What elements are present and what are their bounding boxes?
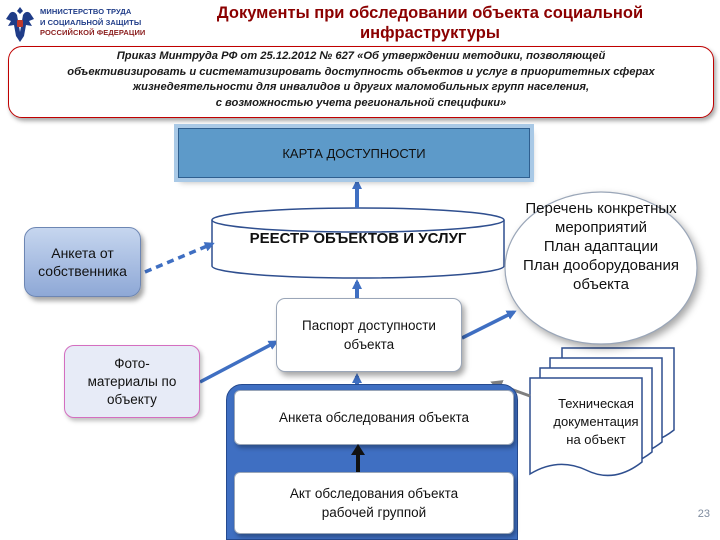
- order-line-2: объективизировать и систематизировать до…: [67, 65, 655, 78]
- ministry-line-2: И СОЦИАЛЬНОЙ ЗАЩИТЫ: [40, 17, 142, 27]
- anketa-owner-line-2: собственника: [38, 263, 127, 279]
- order-reference-box: Приказ Минтруда РФ от 25.12.2012 № 627 «…: [8, 46, 714, 118]
- measures-line-4: План дооборудования: [523, 257, 679, 274]
- measures-line-2: мероприятий: [555, 219, 647, 236]
- reestr-label: РЕЕСТР ОБЪЕКТОВ И УСЛУГ: [249, 230, 467, 247]
- arrow-foto-to-passport: [199, 340, 279, 384]
- akt-box: Акт обследования объекта рабочей группой: [234, 472, 514, 534]
- passport-line-1: Паспорт доступности: [302, 318, 436, 333]
- techdoc-line-1: Техническая: [558, 396, 634, 411]
- arrow-owner-to-reestr: [144, 242, 215, 274]
- reestr-cylinder: [211, 207, 505, 279]
- foto-line-3: объекту: [107, 391, 157, 407]
- foto-materials-box: Фото- материалы по объекту: [64, 345, 200, 418]
- measures-line-1: Перечень конкретных: [525, 200, 677, 217]
- measures-text: Перечень конкретных мероприятий План ада…: [490, 195, 712, 345]
- slide-title-line-1: Документы при обследовании объекта социа…: [216, 4, 644, 22]
- karta-label: КАРТА ДОСТУПНОСТИ: [282, 145, 426, 161]
- ministry-logo: [6, 7, 34, 42]
- anketa-owner-box: Анкета от собственника: [24, 227, 141, 297]
- techdoc-text: Техническая документация на объект: [532, 395, 660, 449]
- slide-title-line-2: инфраструктуры: [360, 24, 500, 42]
- measures-oval: [504, 191, 698, 345]
- ministry-name: МИНИСТЕРСТВО ТРУДА И СОЦИАЛЬНОЙ ЗАЩИТЫ Р…: [40, 7, 152, 39]
- akt-line-2: рабочей группой: [321, 505, 427, 520]
- arrow-passport-to-measures: [461, 310, 517, 340]
- arrow-akt-to-survey: [351, 444, 365, 474]
- page-number: 23: [697, 508, 710, 520]
- foto-line-1: Фото-: [114, 355, 150, 371]
- anketa-survey-box: Анкета обследования объекта: [234, 390, 514, 445]
- passport-line-2: объекта: [343, 337, 395, 352]
- double-headed-eagle-icon: [6, 7, 34, 42]
- ministry-line-3: РОССИЙСКОЙ ФЕДЕРАЦИИ: [40, 28, 146, 37]
- techdoc-line-2: документация: [553, 414, 639, 429]
- order-line-1: Приказ Минтруда РФ от 25.12.2012 № 627 «…: [116, 50, 606, 62]
- order-line-4: с возможностью учета региональной специф…: [215, 96, 507, 109]
- anketa-owner-line-1: Анкета от: [51, 245, 114, 261]
- passport-box: Паспорт доступности объекта: [276, 298, 462, 372]
- techdoc-document-stack: [529, 347, 675, 477]
- akt-line-1: Акт обследования объекта: [289, 486, 459, 501]
- order-line-3: жизнедеятельности для инвалидов и других…: [132, 81, 590, 93]
- techdoc-line-3: на объект: [566, 432, 626, 447]
- foto-line-2: материалы по: [87, 373, 177, 389]
- slide-title: Документы при обследовании объекта социа…: [160, 3, 700, 43]
- measures-line-5: объекта: [573, 276, 629, 293]
- karta-dostupnosti-box: КАРТА ДОСТУПНОСТИ: [178, 128, 530, 178]
- measures-line-3: План адаптации: [543, 238, 659, 255]
- ministry-line-1: МИНИСТЕРСТВО ТРУДА: [40, 7, 132, 16]
- anketa-survey-label: Анкета обследования объекта: [278, 410, 470, 425]
